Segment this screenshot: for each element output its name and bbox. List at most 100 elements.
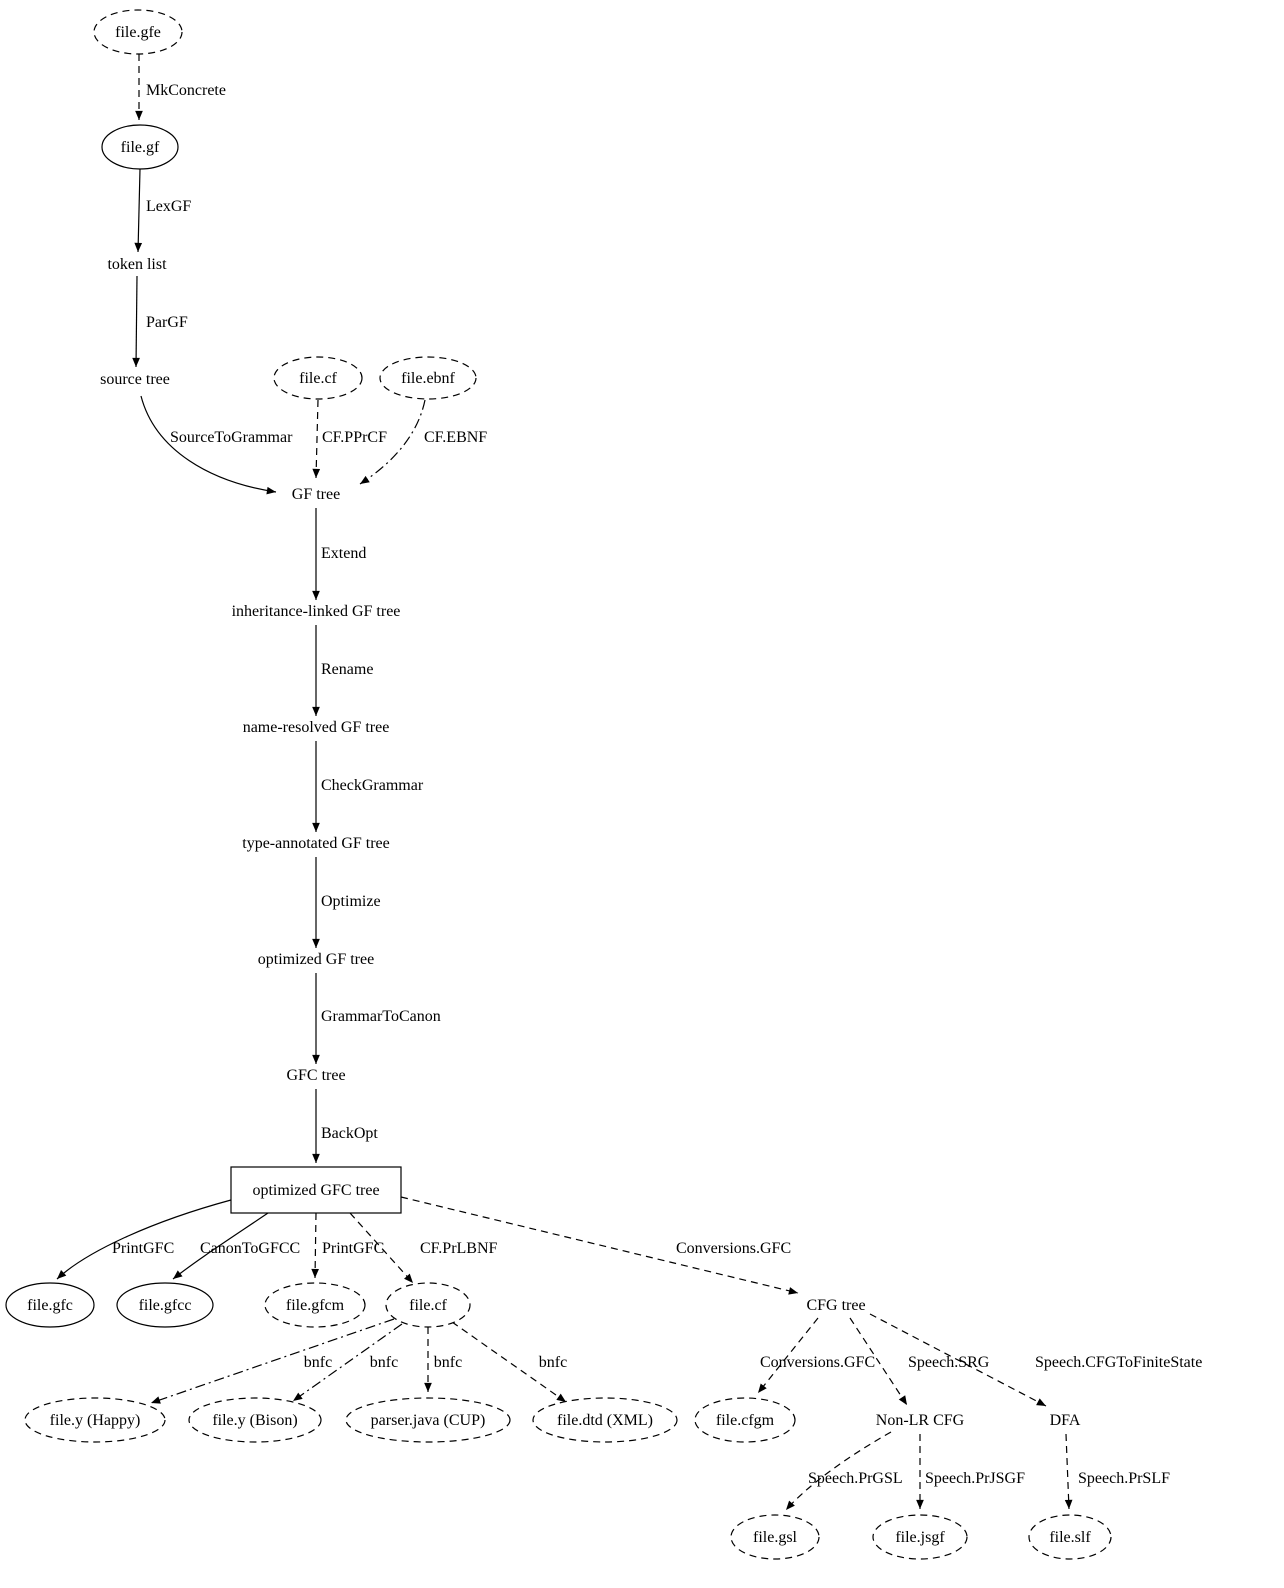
- edge-conversions-gfc-cfg-path: [400, 1196, 799, 1295]
- node-file-gf-label: file.gf: [121, 139, 160, 156]
- edge-speech-srg-label: Speech.SRG: [908, 1354, 990, 1371]
- edge-cf-prlbnf-label: CF.PrLBNF: [420, 1240, 498, 1257]
- edge-check-grammar: CheckGrammar: [312, 741, 424, 832]
- node-file-y-bison-label: file.y (Bison): [212, 1412, 297, 1429]
- edge-source-to-grammar-path: [140, 395, 277, 495]
- node-file-gfcc-label: file.gfcc: [139, 1297, 192, 1314]
- node-optimized-gf-tree-label: optimized GF tree: [258, 951, 374, 968]
- edge-bnfc-xml: bnfc: [451, 1321, 567, 1403]
- node-parser-java-cup: parser.java (CUP): [345, 1397, 511, 1443]
- node-cfg-tree: CFG tree: [806, 1297, 865, 1314]
- edge-grammar-to-canon-label: GrammarToCanon: [321, 1008, 441, 1025]
- node-type-annotated-gf-tree: type-annotated GF tree: [242, 835, 390, 852]
- edge-speech-cfg-to-finite-state-path: [869, 1313, 1047, 1407]
- node-file-y-happy: file.y (Happy): [24, 1397, 166, 1443]
- edge-speech-srg-path: [849, 1317, 908, 1406]
- edge-source-to-grammar: SourceToGrammar: [140, 395, 293, 495]
- edge-bnfc-cup-label: bnfc: [434, 1354, 462, 1371]
- edge-cf-ebnf-label: CF.EBNF: [424, 429, 487, 446]
- edge-printgfc-gfc-path: [56, 1199, 232, 1280]
- edge-speech-prslf-path: [1064, 1433, 1073, 1510]
- node-file-cf-input-shape: [273, 356, 363, 400]
- edge-canon-to-gfcc: CanonToGFCC: [172, 1212, 300, 1280]
- edge-canon-to-gfcc-label: CanonToGFCC: [200, 1240, 300, 1257]
- edge-conversions-gfc-cfg: Conversions.GFC: [400, 1196, 799, 1295]
- edge-mkconcrete-label: MkConcrete: [146, 82, 226, 99]
- node-file-cfgm-label: file.cfgm: [716, 1412, 775, 1429]
- node-file-gfe-label: file.gfe: [115, 24, 161, 41]
- node-file-gfcm-shape: [264, 1282, 366, 1328]
- edge-source-to-grammar-label: SourceToGrammar: [170, 429, 293, 446]
- edge-optimize-label: Optimize: [321, 893, 381, 910]
- node-file-cfgm: file.cfgm: [694, 1397, 796, 1443]
- node-file-y-happy-shape: [24, 1397, 166, 1443]
- node-token-list-label: token list: [107, 256, 167, 273]
- node-file-gsl: file.gsl: [730, 1514, 820, 1560]
- edge-check-grammar-label: CheckGrammar: [321, 777, 424, 794]
- edge-speech-prgsl-path: [785, 1431, 892, 1511]
- node-file-gfe: file.gfe: [93, 9, 183, 55]
- node-parser-java-cup-shape: [345, 1397, 511, 1443]
- node-file-jsgf: file.jsgf: [872, 1514, 968, 1560]
- node-non-lr-cfg: Non-LR CFG: [876, 1412, 965, 1429]
- node-file-gfcm: file.gfcm: [264, 1282, 366, 1328]
- node-file-cf-output: file.cf: [385, 1282, 471, 1328]
- node-file-dtd-xml-shape: [532, 1397, 678, 1443]
- edge-backopt-label: BackOpt: [321, 1125, 378, 1142]
- edge-bnfc-cup: bnfc: [424, 1327, 462, 1392]
- node-file-cfgm-shape: [694, 1397, 796, 1443]
- node-file-gfe-shape: [93, 9, 183, 55]
- node-file-y-happy-label: file.y (Happy): [50, 1412, 141, 1429]
- node-optimized-gf-tree: optimized GF tree: [258, 951, 374, 968]
- node-file-gsl-shape: [730, 1514, 820, 1560]
- edge-bnfc-happy-path: [150, 1318, 395, 1404]
- edge-bnfc-happy-label: bnfc: [304, 1354, 332, 1371]
- node-gf-tree: GF tree: [292, 486, 340, 503]
- edge-speech-cfg-to-finite-state-label: Speech.CFGToFiniteState: [1035, 1354, 1202, 1371]
- edge-pargf-path: [132, 275, 140, 368]
- node-inheritance-linked-gf-tree: inheritance-linked GF tree: [232, 603, 401, 620]
- edge-cf-pprcf-path: [312, 399, 321, 479]
- node-file-ebnf-shape: [379, 356, 477, 400]
- edge-extend-label: Extend: [321, 545, 366, 562]
- node-parser-java-cup-label: parser.java (CUP): [371, 1412, 486, 1429]
- edge-speech-prgsl-label: Speech.PrGSL: [808, 1470, 903, 1487]
- node-file-cf-input: file.cf: [273, 356, 363, 400]
- node-file-slf-shape: [1028, 1514, 1112, 1560]
- edge-speech-prslf: Speech.PrSLF: [1064, 1433, 1170, 1510]
- edge-speech-prslf-label: Speech.PrSLF: [1078, 1470, 1170, 1487]
- node-name-resolved-gf-tree: name-resolved GF tree: [243, 719, 390, 736]
- node-file-gfc-shape: [5, 1282, 95, 1328]
- node-file-gf: file.gf: [101, 124, 179, 170]
- edge-conversions-gfc-cfgm-label: Conversions.GFC: [760, 1354, 875, 1371]
- node-file-gfcc-shape: [116, 1282, 214, 1328]
- node-file-jsgf-label: file.jsgf: [895, 1529, 945, 1546]
- edge-lexgf-label: LexGF: [146, 198, 191, 215]
- node-gf-tree-label: GF tree: [292, 486, 340, 503]
- node-token-list: token list: [107, 256, 167, 273]
- node-file-cf-input-label: file.cf: [299, 370, 337, 387]
- node-file-gf-shape: [101, 124, 179, 170]
- edge-printgfc-gfcm-path: [311, 1212, 319, 1279]
- node-gfc-tree-label: GFC tree: [286, 1067, 345, 1084]
- node-gfc-tree: GFC tree: [286, 1067, 345, 1084]
- node-file-slf: file.slf: [1028, 1514, 1112, 1560]
- edge-printgfc-gfcm: PrintGFC: [311, 1212, 384, 1279]
- edge-bnfc-happy: bnfc: [150, 1318, 395, 1404]
- edge-conversions-gfc-cfg-label: Conversions.GFC: [676, 1240, 791, 1257]
- node-file-ebnf: file.ebnf: [379, 356, 477, 400]
- node-cfg-tree-label: CFG tree: [806, 1297, 865, 1314]
- edge-lexgf-path: [134, 168, 143, 253]
- edge-speech-prjsgf: Speech.PrJSGF: [916, 1434, 1025, 1509]
- node-optimized-gfc-tree: optimized GFC tree: [230, 1166, 402, 1214]
- node-dfa: DFA: [1050, 1412, 1081, 1429]
- edge-conversions-gfc-cfgm: Conversions.GFC: [757, 1317, 875, 1394]
- nodes-layer: file.gfe file.gf token list source tree …: [5, 9, 1112, 1560]
- node-file-cf-output-label: file.cf: [409, 1297, 447, 1314]
- node-source-tree: source tree: [100, 371, 170, 388]
- edge-grammar-to-canon: GrammarToCanon: [312, 973, 441, 1064]
- edge-rename-label: Rename: [321, 661, 373, 678]
- edge-extend: Extend: [312, 508, 366, 600]
